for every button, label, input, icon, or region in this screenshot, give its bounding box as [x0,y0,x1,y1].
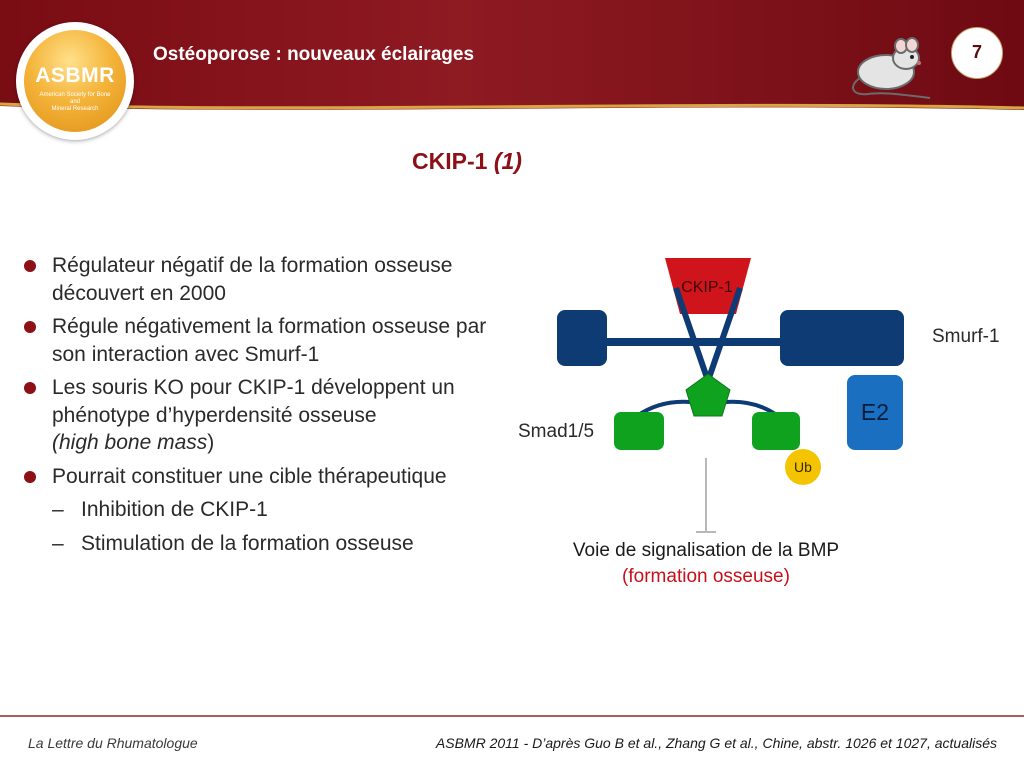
ckip1-label: CKIP-1 [681,279,733,296]
ubiquitin-circle [785,449,821,485]
smad-block-left [614,412,664,450]
smurf1-label: Smurf-1 [932,326,1000,347]
bullet-list: Régulateur négatif de la formation osseu… [22,252,502,557]
page-number: 7 [951,27,1003,79]
asbmr-logo-disc: ASBMR American Society for Bone and Mine… [24,30,126,132]
pathway-sublabel: (formation osseuse) [622,566,790,587]
footer-journal: La Lettre du Rhumatologue [28,735,198,751]
logo-acronym: ASBMR [35,64,115,87]
slide-title-sub: (1) [493,148,522,174]
bullet-text: Les souris KO pour CKIP-1 développent un… [52,376,455,427]
pathway-label: Voie de signalisation de la BMP [573,540,839,561]
slide-title-main: CKIP-1 [412,148,488,174]
sub-bullet-item: – Inhibition de CKIP-1 [52,498,268,521]
smurf-domain-right [780,310,904,366]
ckip1-interaction-diagram: E2 CKIP-1 Ub Smurf-1 Smad1/5 Voie de sig… [518,258,1000,587]
e2-block [847,375,903,450]
smad-block-right [752,412,800,450]
bullet-dot [24,321,36,333]
pentagon-domain [685,373,731,417]
bullet-item: Régule négativement la formation osseuse… [22,313,502,368]
sub-bullet-item: – Stimulation de la formation osseuse [52,531,414,555]
bullet-text-tail: ) [207,431,215,454]
bullet-text: Pourrait constituer une cible thérapeuti… [52,464,447,488]
bullet-dot [24,260,36,272]
bullet-text: Régule négativement la formation osseuse… [52,315,487,366]
ub-label: Ub [794,459,812,475]
sub-bullet-text: Stimulation de la formation osseuse [81,531,414,555]
logo-organization: American Society for Bone and Mineral Re… [39,92,111,112]
bullet-dot [24,470,36,483]
mouse-icon [852,37,931,99]
bullet-item: Régulateur négatif de la formation osseu… [22,252,502,307]
bullet-item: Pourrait constituer une cible thérapeuti… [22,463,502,491]
footer-divider [0,715,1024,717]
sub-bullet-text: Inhibition de CKIP-1 [81,498,268,521]
bullet-text-italic: (high bone mass [52,431,208,454]
smad-label: Smad1/5 [518,421,594,442]
bullet-dot [24,382,36,394]
slide-title: CKIP-1 (1) [0,148,934,175]
header-title: Ostéoporose : nouveaux éclairages [153,44,475,65]
smurf-domain-left [557,310,607,366]
asbmr-logo: ASBMR American Society for Bone and Mine… [16,22,134,140]
ckip1-shape [665,258,751,314]
header-band: Ostéoporose : nouveaux éclairages 7 [0,0,1024,118]
footer-citation: ASBMR 2011 - D’après Guo B et al., Zhang… [435,735,997,751]
bullet-text: Régulateur négatif de la formation osseu… [52,254,453,305]
smurf-connector [604,338,804,346]
header-gold-swoosh [0,102,1024,118]
bullet-item: Les souris KO pour CKIP-1 développent un… [22,374,502,457]
e2-label: E2 [861,399,889,425]
